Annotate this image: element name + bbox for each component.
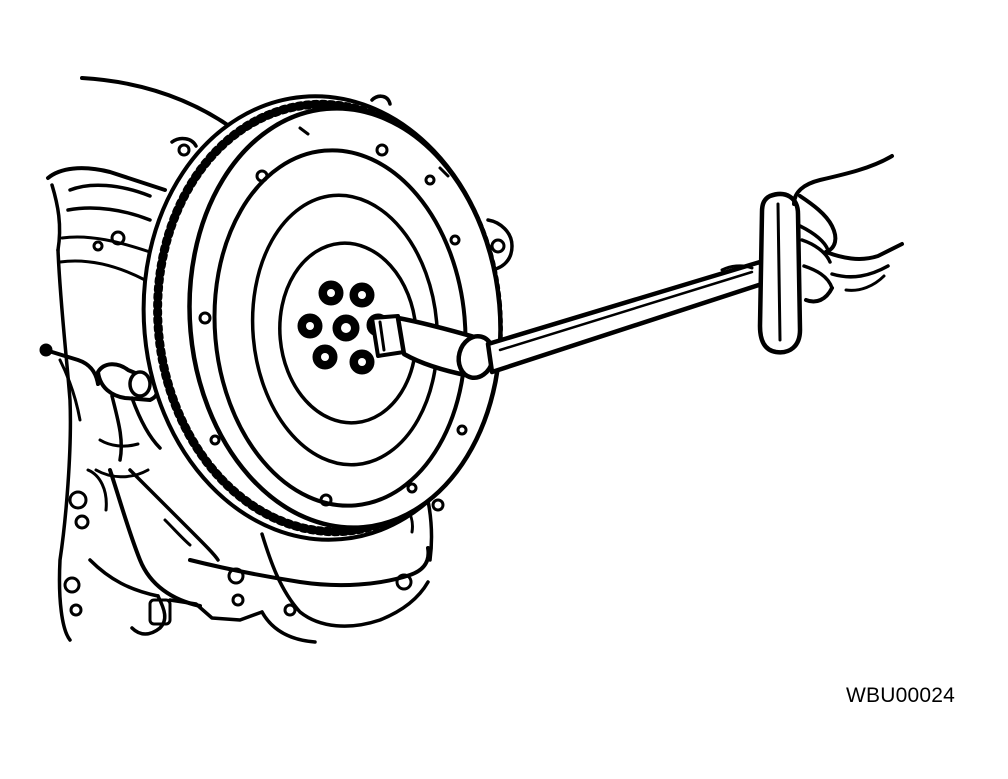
flywheel [141,94,503,542]
figure-code-label: WBU00024 [846,684,955,707]
torque-wrench [370,191,803,381]
hand [792,154,904,304]
engine-block [39,76,514,644]
